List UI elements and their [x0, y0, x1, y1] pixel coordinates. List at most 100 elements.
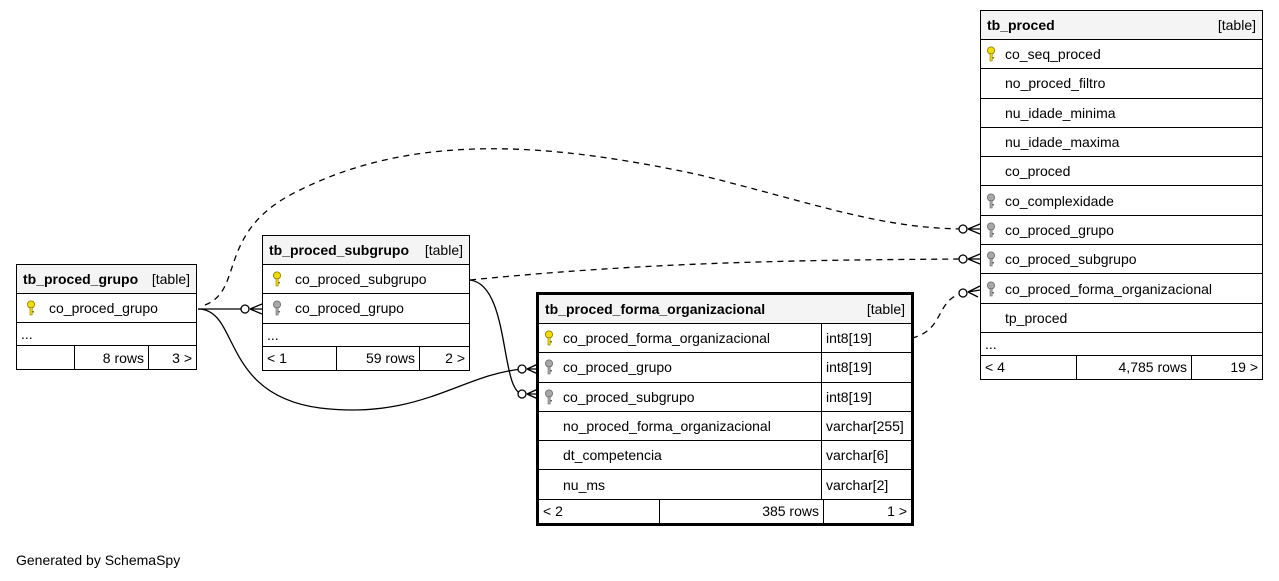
more-columns: ... [981, 333, 1262, 356]
more-columns: ... [17, 323, 196, 347]
table-footer: < 2 385 rows 1 > [539, 499, 911, 523]
column-row[interactable]: dt_competencia varchar[6] [539, 441, 911, 471]
footer-row-count: 8 rows [74, 346, 148, 370]
table-footer: 8 rows 3 > [17, 346, 196, 370]
edge-end-circle [517, 389, 527, 399]
column-name: co_proced_grupo [49, 300, 158, 317]
column-type: varchar[255] [821, 411, 911, 441]
edge-end-circle [517, 364, 527, 374]
primary-key-icon [263, 265, 291, 293]
foreign-key-icon [539, 383, 559, 411]
footer-children[interactable]: 3 > [148, 346, 196, 370]
edge-end-circle [958, 254, 968, 264]
table-name[interactable]: tb_proced_forma_organizacional [545, 301, 766, 317]
table-name[interactable]: tb_proced_grupo [23, 271, 139, 287]
edge-end-circle [240, 304, 250, 314]
foreign-key-icon [981, 274, 1001, 302]
table-name[interactable]: tb_proced_subgrupo [269, 242, 410, 258]
column-name: co_complexidade [1005, 192, 1114, 209]
no-key-spacer [981, 69, 1001, 97]
column-row[interactable]: tp_proced [981, 304, 1262, 333]
foreign-key-icon [263, 294, 291, 322]
footer-parents[interactable]: < 4 [985, 359, 1005, 376]
no-key-spacer [981, 304, 1001, 332]
foreign-key-icon [981, 245, 1001, 273]
table-name[interactable]: tb_proced [987, 17, 1055, 33]
table-header: tb_proced_grupo [table] [17, 265, 196, 294]
column-row[interactable]: no_proced_filtro [981, 69, 1262, 99]
table-header: tb_proced_forma_organizacional [table] [539, 295, 911, 324]
table-footer: < 1 59 rows 2 > [263, 346, 469, 370]
more-columns: ... [263, 324, 469, 347]
table-kind: [table] [424, 242, 463, 258]
no-key-spacer [981, 157, 1001, 185]
table-tb-proced-forma-organizacional[interactable]: tb_proced_forma_organizacional [table] c… [536, 292, 914, 526]
primary-key-icon [539, 324, 559, 352]
column-name: co_proced_subgrupo [1005, 251, 1137, 268]
column-name: co_proced_subgrupo [295, 271, 427, 288]
column-row[interactable]: co_proced [981, 157, 1262, 187]
column-name: co_seq_proced [1005, 46, 1101, 63]
primary-key-icon [981, 40, 1001, 68]
edge-end-crowfoot [967, 253, 981, 265]
edge-end-crowfoot [967, 285, 981, 298]
footer-parents[interactable]: < 2 [543, 503, 563, 520]
table-tb-proced-grupo[interactable]: tb_proced_grupo [table] co_proced_grupo … [16, 264, 197, 371]
footer-children[interactable]: 1 > [823, 499, 911, 523]
footer-children[interactable]: 2 > [419, 346, 469, 370]
column-row[interactable]: co_proced_subgrupo [263, 265, 469, 295]
column-row[interactable]: nu_idade_maxima [981, 128, 1262, 158]
footer-row-count: 59 rows [336, 346, 419, 370]
column-row[interactable]: co_seq_proced [981, 40, 1262, 70]
column-row[interactable]: co_complexidade [981, 186, 1262, 216]
generated-by-label: Generated by SchemaSpy [16, 552, 181, 568]
column-name: nu_idade_minima [1005, 104, 1116, 121]
footer-row-count: 4,785 rows [1076, 355, 1191, 379]
edge-grupo-forma [197, 308, 523, 411]
column-row[interactable]: co_proced_grupo [263, 294, 469, 324]
footer-parents[interactable]: < 1 [267, 350, 287, 367]
foreign-key-icon [539, 353, 559, 381]
foreign-key-icon [981, 186, 1001, 214]
column-row[interactable]: nu_idade_minima [981, 99, 1262, 128]
column-row[interactable]: co_proced_forma_organizacional [981, 274, 1262, 304]
edge-end-crowfoot [249, 303, 263, 315]
no-key-spacer [981, 99, 1001, 127]
footer-children[interactable]: 19 > [1191, 355, 1262, 379]
table-tb-proced-subgrupo[interactable]: tb_proced_subgrupo [table] co_proced_sub… [262, 235, 470, 371]
table-kind: [table] [1217, 17, 1256, 33]
edge-end-circle [958, 288, 968, 298]
column-list: co_proced_subgrupo co_proced_grupo [263, 265, 469, 324]
table-kind: [table] [151, 271, 190, 287]
column-name: dt_competencia [563, 447, 662, 464]
column-list: co_proced_grupo [17, 294, 196, 324]
no-key-spacer [539, 470, 559, 498]
edge-grupo-proced [204, 148, 964, 306]
column-name: co_proced_forma_organizacional [1005, 280, 1213, 297]
column-list: co_seq_proced no_proced_filtro nu_idade_mi… [981, 40, 1262, 333]
column-type: int8[19] [821, 324, 911, 353]
footer-parents[interactable] [17, 346, 74, 369]
table-header: tb_proced [table] [981, 11, 1262, 40]
edge-forma-proced [911, 292, 964, 339]
column-name: tp_proced [1005, 309, 1068, 326]
column-row[interactable]: co_proced_subgrupo [981, 245, 1262, 275]
no-key-spacer [539, 412, 559, 440]
column-type: varchar[6] [821, 441, 911, 470]
column-name: no_proced_filtro [1005, 75, 1106, 92]
table-footer: < 4 4,785 rows 19 > [981, 355, 1262, 379]
edge-subgrupo-forma [469, 279, 523, 395]
table-tb-proced[interactable]: tb_proced [table] co_seq_proced no_proced… [980, 10, 1263, 380]
column-row[interactable]: co_proced_grupo [981, 216, 1262, 246]
column-row[interactable]: co_proced_grupo [17, 294, 196, 324]
primary-key-icon [17, 294, 45, 322]
edge-end-circle [958, 224, 968, 234]
column-type: varchar[2] [821, 470, 911, 499]
